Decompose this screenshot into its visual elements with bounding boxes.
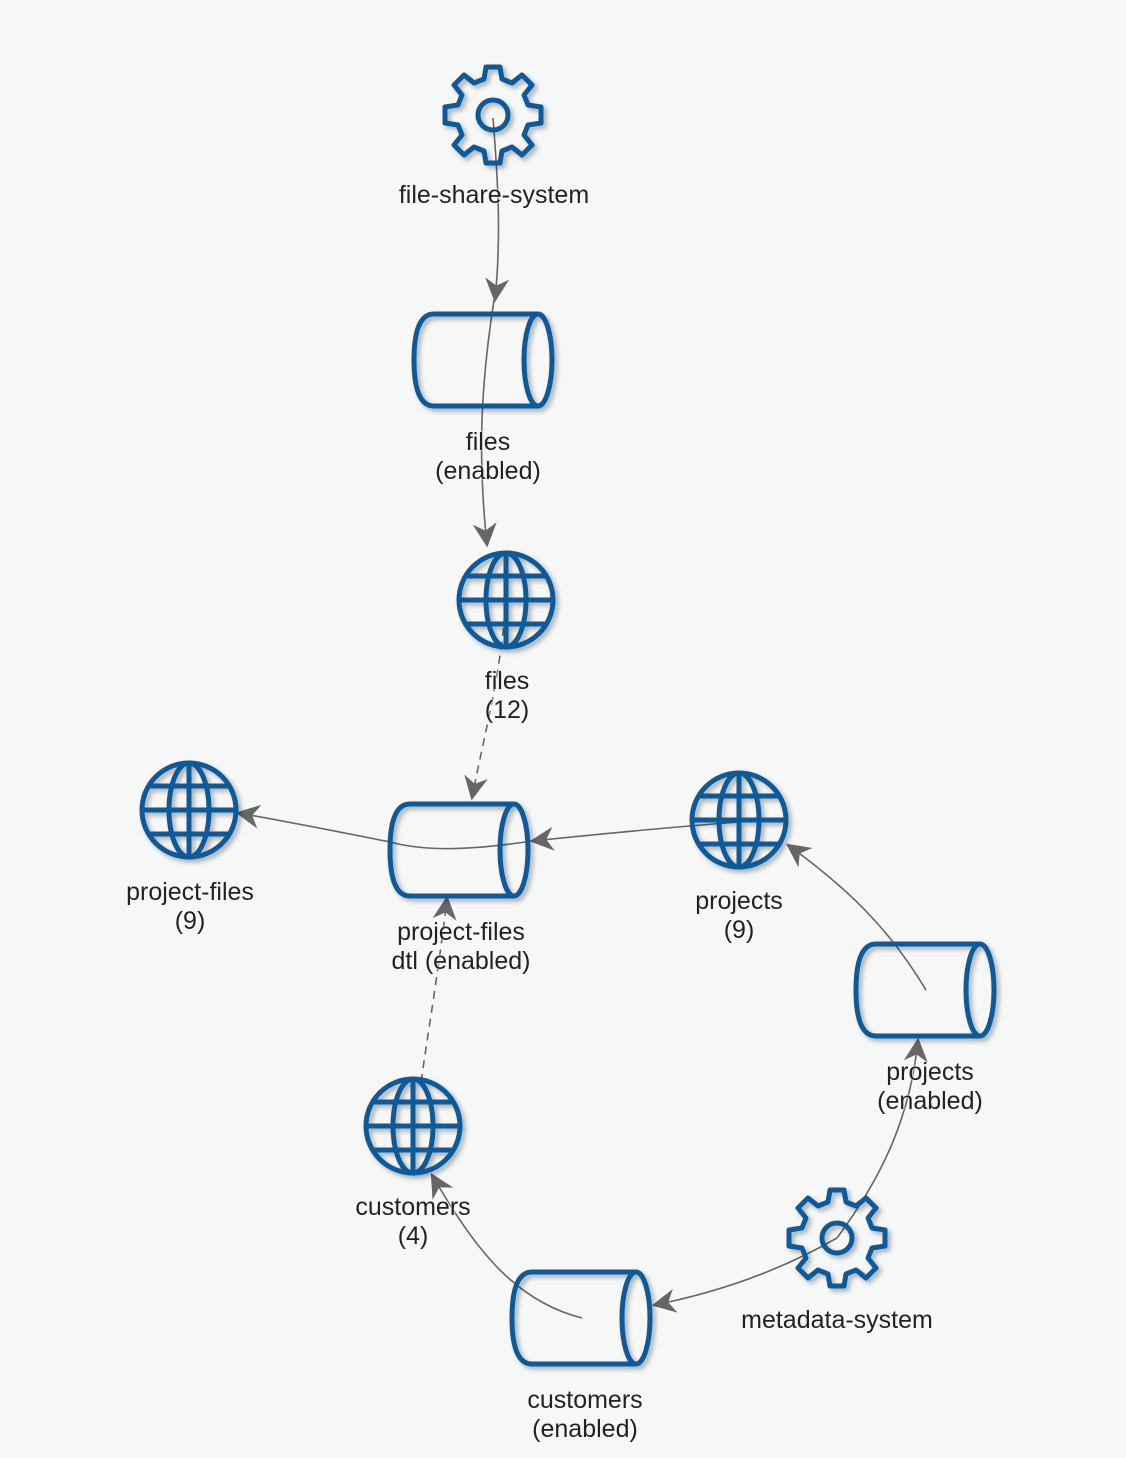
label-line-1: files bbox=[465, 428, 511, 456]
edge-files-api-to-project-files-db bbox=[464, 599, 507, 801]
globe-icon[interactable] bbox=[139, 760, 239, 860]
label-line-2: (9) bbox=[174, 907, 206, 935]
label-line-2: (9) bbox=[723, 916, 755, 944]
node-label-project-files-api: project-files (9) bbox=[126, 878, 254, 936]
label-line-2: (4) bbox=[397, 1222, 429, 1250]
label-line-1: customers bbox=[355, 1193, 471, 1221]
label-line-1: customers bbox=[527, 1386, 643, 1414]
label-line-2: (enabled) bbox=[877, 1087, 983, 1115]
database-cylinder-icon[interactable] bbox=[411, 311, 555, 409]
label-line-1: projects bbox=[695, 887, 783, 915]
label-line-1: files bbox=[484, 667, 530, 695]
node-label-project-files-db: project-files dtl (enabled) bbox=[392, 918, 531, 976]
edge-customers-db-to-customers-api bbox=[430, 1172, 583, 1319]
database-cylinder-icon[interactable] bbox=[387, 801, 531, 899]
node-label-projects-api: projects (9) bbox=[695, 887, 783, 945]
node-label-file-share-system: file-share-system bbox=[399, 181, 589, 210]
edge-metadata-system-to-projects-db bbox=[836, 1037, 928, 1239]
gear-icon[interactable] bbox=[442, 64, 544, 166]
globe-icon[interactable] bbox=[363, 1076, 463, 1176]
globe-icon[interactable] bbox=[456, 550, 556, 650]
edge-file-share-system-to-files-db bbox=[485, 117, 510, 303]
label-line-2: (enabled) bbox=[532, 1415, 638, 1443]
edge-projects-db-to-projects-api bbox=[786, 843, 927, 991]
gear-icon[interactable] bbox=[786, 1187, 888, 1289]
node-label-projects-db: projects (enabled) bbox=[877, 1058, 983, 1116]
node-label-files-api: files (12) bbox=[485, 667, 529, 725]
label-line-2: (12) bbox=[484, 696, 530, 724]
database-cylinder-icon[interactable] bbox=[853, 941, 997, 1039]
label-line-1: project-files bbox=[397, 918, 525, 946]
label-line-1: metadata-system bbox=[741, 1306, 933, 1334]
node-label-metadata-system: metadata-system bbox=[741, 1306, 933, 1335]
label-line-1: projects bbox=[886, 1058, 974, 1086]
node-label-files-db: files (enabled) bbox=[435, 428, 541, 486]
label-line-2: (enabled) bbox=[435, 457, 541, 485]
node-label-customers-api: customers (4) bbox=[355, 1193, 470, 1251]
database-cylinder-icon[interactable] bbox=[509, 1269, 653, 1367]
edge-metadata-system-to-customers-db bbox=[651, 1237, 838, 1313]
edge-files-db-to-files-api bbox=[472, 299, 497, 548]
node-label-customers-db: customers (enabled) bbox=[527, 1386, 642, 1444]
label-line-1: file-share-system bbox=[398, 181, 590, 209]
globe-icon[interactable] bbox=[689, 770, 789, 870]
label-line-2: dtl (enabled) bbox=[391, 947, 531, 975]
label-line-1: project-files bbox=[126, 878, 254, 906]
edge-project-files-db-to-project-files-api bbox=[235, 804, 533, 850]
edge-projects-api-to-project-files-db bbox=[529, 821, 740, 851]
